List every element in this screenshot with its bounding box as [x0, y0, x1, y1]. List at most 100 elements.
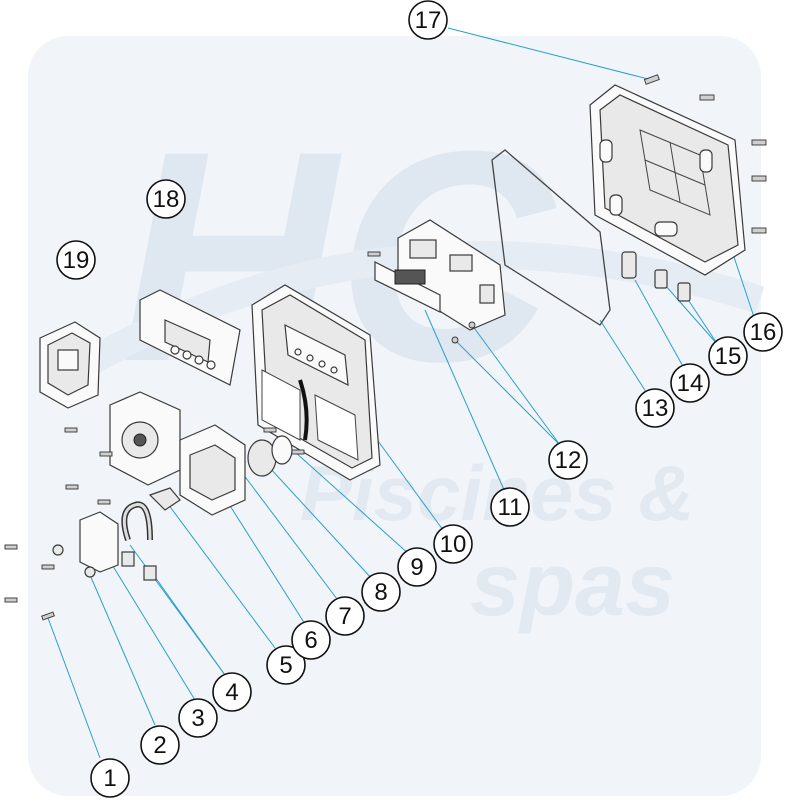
callout-circle	[212, 672, 252, 712]
screw	[699, 94, 715, 101]
callout-number: 6	[304, 627, 317, 654]
callout-number: 14	[677, 370, 704, 397]
bracket	[148, 487, 181, 511]
divider	[298, 379, 309, 441]
boss	[609, 194, 623, 216]
callout-number: 15	[715, 343, 742, 370]
cap	[52, 544, 64, 556]
callout-circle	[140, 725, 180, 765]
callout-circle	[397, 547, 437, 587]
part-19-cover	[39, 321, 101, 409]
leader-15a	[664, 284, 719, 346]
callout-circle	[291, 620, 331, 660]
leader-14	[634, 279, 686, 371]
gasket-outline	[491, 149, 611, 326]
callout-2: 2	[140, 725, 180, 765]
callout-number: 5	[279, 652, 292, 679]
transformer	[409, 239, 437, 259]
callout-9: 9	[397, 547, 437, 587]
cap	[84, 566, 96, 578]
leader-17	[447, 27, 653, 81]
callout-number: 13	[642, 395, 669, 422]
callout-1: 1	[90, 758, 130, 798]
part-15-fittings	[654, 269, 691, 302]
callout-19: 19	[56, 240, 96, 280]
leader-12b	[471, 324, 561, 446]
callout-13: 13	[635, 388, 675, 428]
part-10-front-housing	[251, 284, 381, 481]
callout-circle	[548, 440, 588, 480]
label-button	[182, 350, 192, 360]
callout-number: 2	[153, 732, 166, 759]
callout-3: 3	[178, 698, 218, 738]
button	[294, 348, 302, 356]
callout-14: 14	[670, 363, 710, 403]
callout-4: 4	[212, 672, 252, 712]
part-12-screws	[451, 321, 476, 344]
leader-10	[369, 429, 444, 531]
screw	[468, 321, 476, 329]
part-14-gland	[621, 251, 637, 279]
screw	[367, 251, 381, 257]
callout-number: 16	[750, 319, 777, 346]
callout-circle	[361, 572, 401, 612]
callout-number: 17	[415, 7, 442, 34]
pump-hub	[133, 433, 147, 447]
callout-circle	[743, 312, 783, 352]
callout-number: 12	[555, 447, 582, 474]
label-button	[206, 360, 216, 370]
boss	[599, 139, 613, 163]
fitting	[121, 551, 135, 567]
watermark: HC Piscines & spas	[28, 36, 765, 796]
screw	[64, 427, 78, 433]
leader-2	[89, 574, 156, 726]
callout-5: 5	[266, 645, 306, 685]
callout-8: 8	[361, 572, 401, 612]
callout-11: 11	[490, 487, 530, 527]
part-18-label	[139, 289, 241, 386]
callout-12: 12	[548, 440, 588, 480]
callout-16: 16	[743, 312, 783, 352]
screw	[97, 499, 111, 505]
callout-17: 17	[408, 0, 448, 40]
callout-number: 10	[440, 531, 467, 558]
fitting	[677, 282, 691, 302]
screw	[451, 336, 459, 344]
part-13-gasket	[491, 149, 611, 326]
screw	[4, 544, 18, 550]
part-3-plate	[79, 511, 119, 573]
callout-circle	[708, 336, 748, 376]
part-4-tube	[121, 501, 157, 581]
screw	[41, 564, 55, 570]
part-5-bracket	[148, 487, 181, 511]
screw	[643, 74, 660, 85]
enclosure-inner	[599, 94, 739, 263]
component	[449, 254, 473, 272]
callout-circle	[635, 388, 675, 428]
screws-left	[4, 251, 381, 621]
callout-circle	[56, 240, 96, 280]
callout-18: 18	[146, 179, 186, 219]
callout-number: 7	[338, 603, 351, 630]
callout-circle	[90, 758, 130, 798]
button	[306, 354, 314, 362]
callout-number: 9	[410, 554, 423, 581]
plate	[79, 511, 119, 573]
screw	[99, 451, 113, 457]
leader-9	[294, 451, 411, 556]
button	[330, 366, 338, 374]
screw	[41, 611, 55, 621]
leader-12a	[454, 339, 561, 446]
component	[479, 284, 495, 304]
pump-inner	[189, 444, 236, 501]
watermark-text-line2: spas	[470, 535, 675, 635]
leader-8	[257, 454, 374, 581]
screw	[751, 227, 767, 234]
callout-15: 15	[708, 336, 748, 376]
gland	[621, 251, 637, 279]
callout-number: 3	[191, 705, 204, 732]
callout-circle	[433, 524, 473, 564]
leader-15b	[684, 294, 719, 346]
rib	[644, 159, 706, 186]
